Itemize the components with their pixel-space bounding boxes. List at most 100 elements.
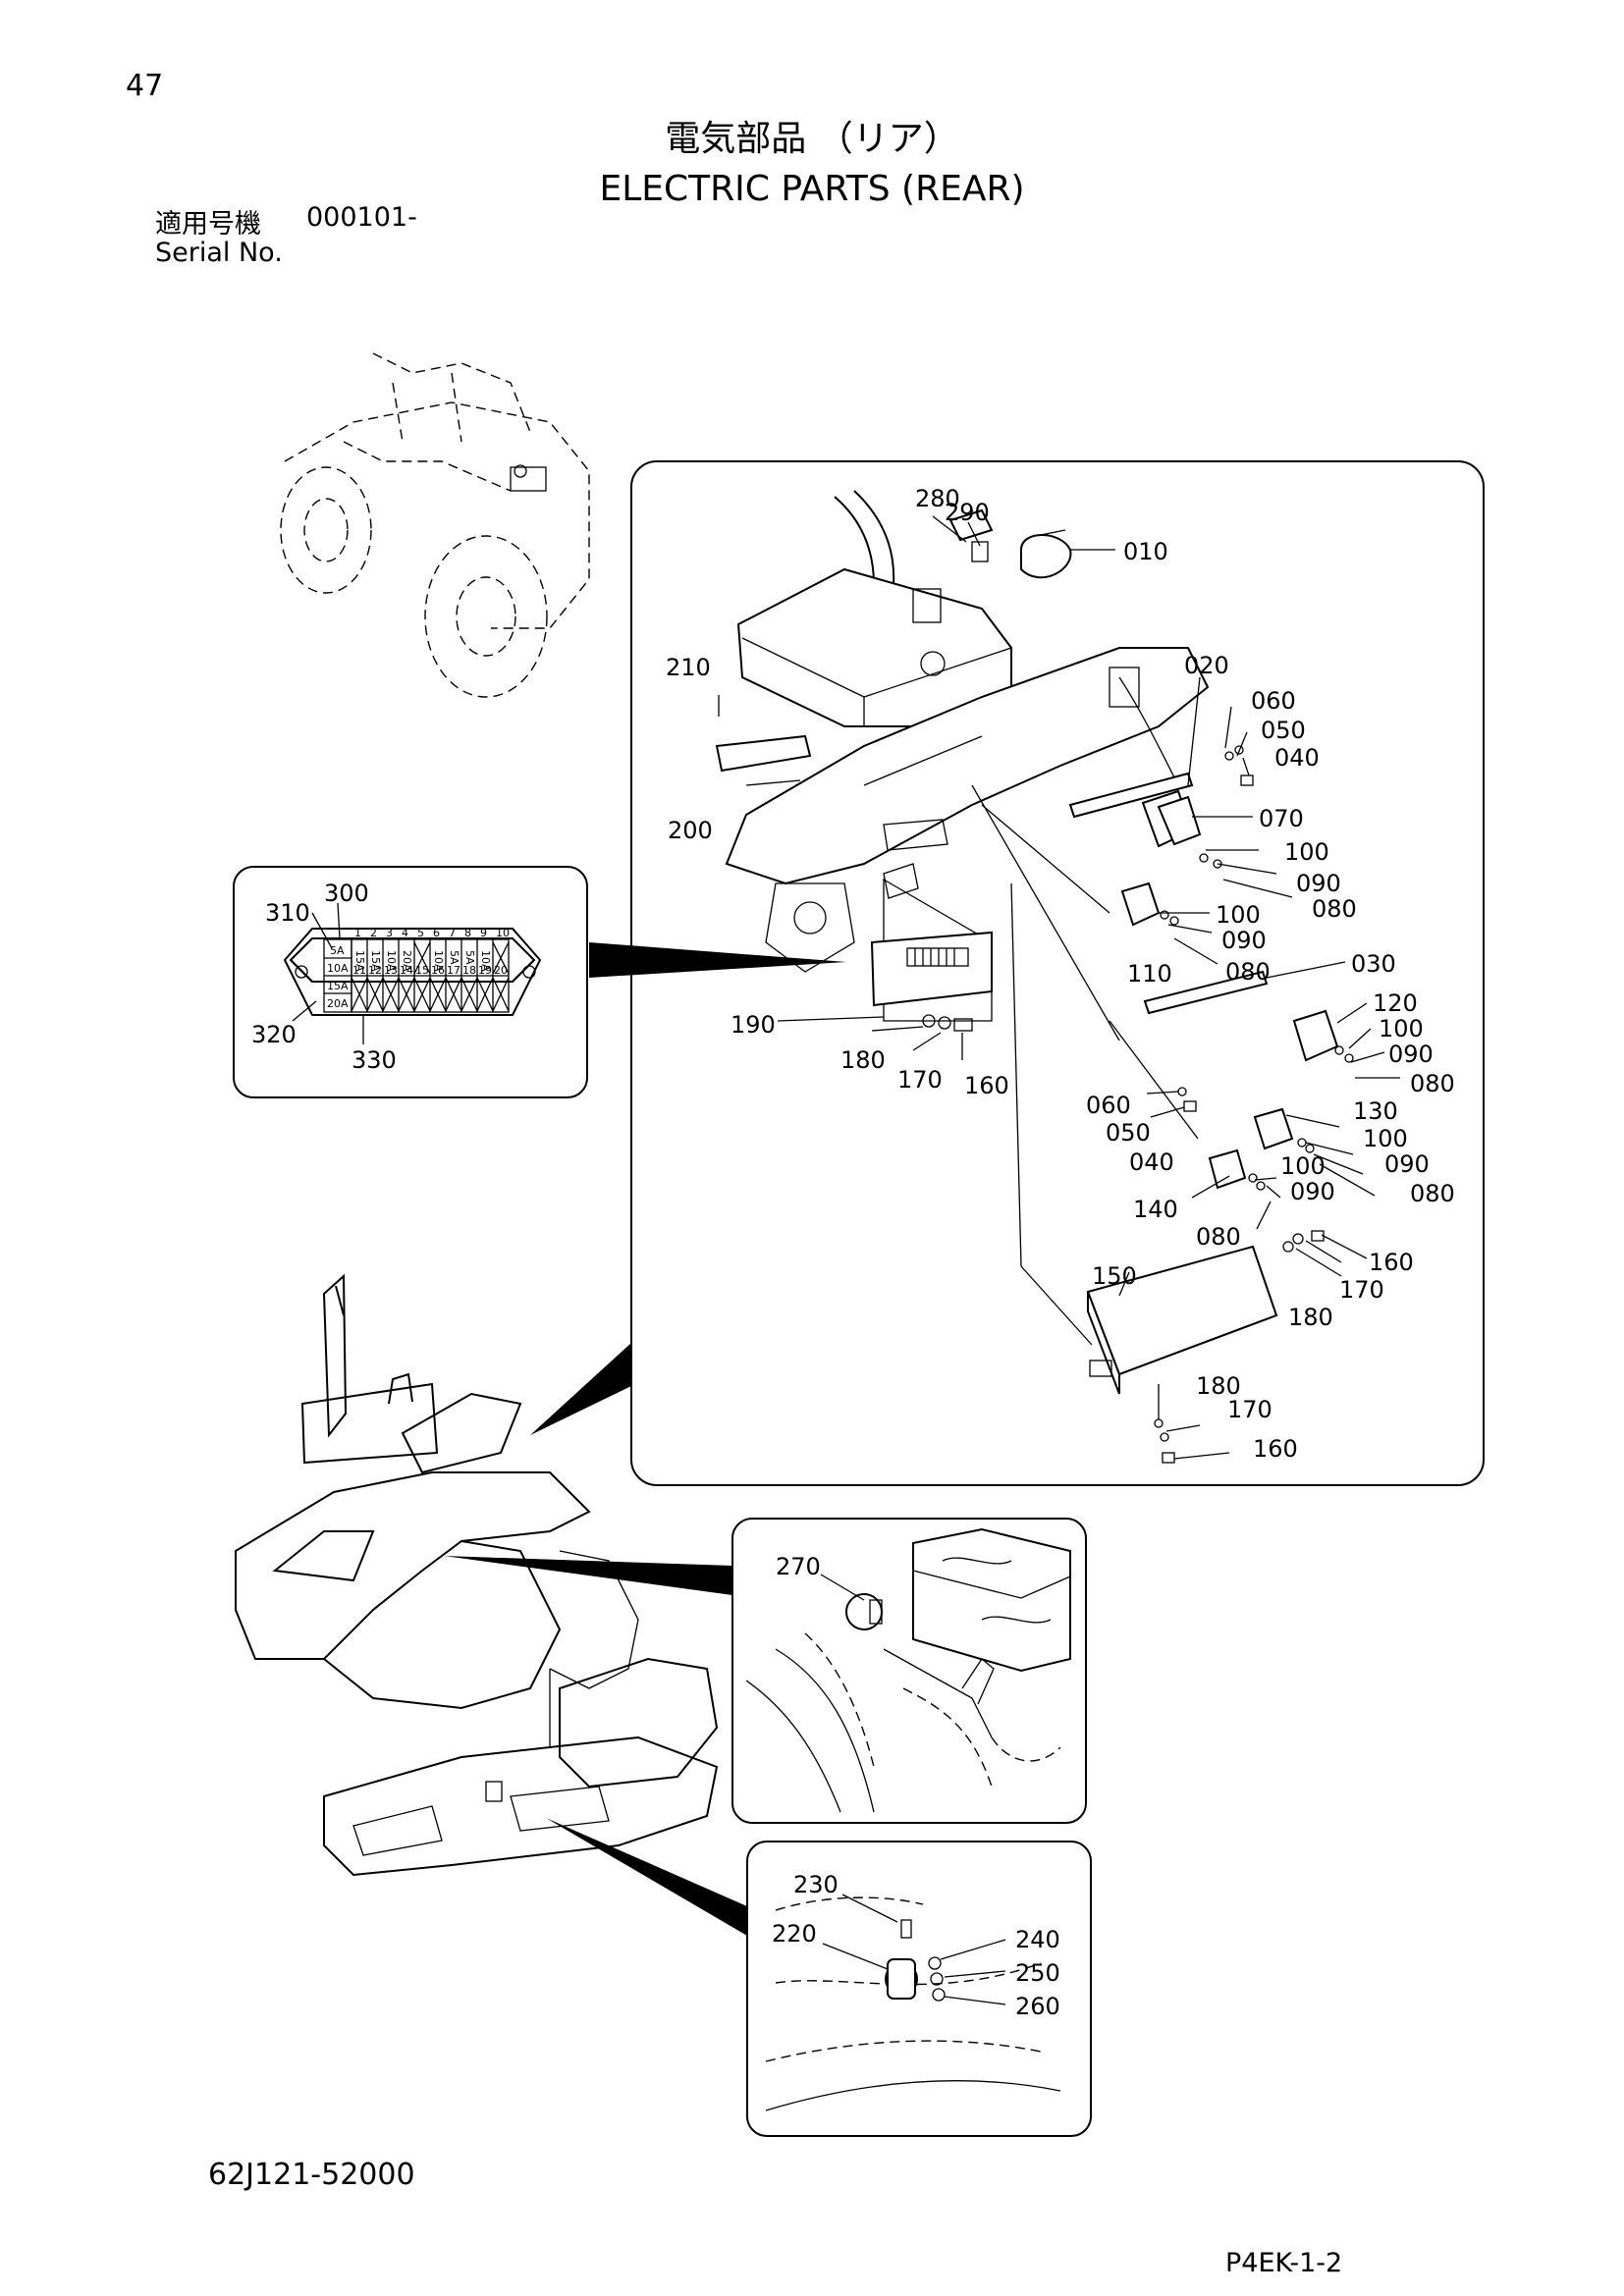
title-english: ELECTRIC PARTS (REAR) [599, 169, 1025, 209]
fuse-slot-number: 16 [431, 964, 445, 977]
callout-310: 310 [265, 899, 310, 927]
serial-number-value: 000101- [306, 202, 417, 233]
callout-130: 130 [1353, 1097, 1398, 1125]
rear-structure-view [235, 1273, 719, 1877]
callout-070: 070 [1259, 805, 1304, 832]
fuse-detail-frame [233, 866, 588, 1098]
callout-060: 060 [1251, 687, 1296, 715]
callout-210: 210 [666, 654, 711, 681]
fuse-empty-mark [382, 977, 400, 1012]
callout-300: 300 [324, 880, 369, 907]
tractor-overview [280, 352, 590, 698]
callout-040: 040 [1129, 1148, 1174, 1176]
fuse-legend-bottom-1: 15A [327, 980, 349, 992]
callout-220: 220 [772, 1920, 817, 1948]
lamp-detail-frame [746, 1841, 1092, 2137]
horn-pointer-wedge [444, 1556, 732, 1595]
fuse-empty-mark [492, 977, 510, 1012]
fuse-slot-number: 20 [494, 964, 508, 977]
callout-090: 090 [1221, 927, 1267, 954]
callout-030: 030 [1351, 950, 1396, 978]
callout-180: 180 [1196, 1372, 1241, 1400]
leader-lines [718, 515, 1400, 1460]
horn-detail-drawing [745, 1527, 1071, 1813]
callout-230: 230 [793, 1871, 839, 1898]
fuse-empty-mark [413, 977, 431, 1012]
callout-100: 100 [1284, 838, 1329, 866]
callout-260: 260 [1015, 1993, 1060, 2020]
callout-080: 080 [1312, 895, 1357, 923]
fuse-slot-number: 7 [449, 927, 456, 939]
fuse-empty-mark [429, 977, 447, 1012]
switches-and-relays [948, 508, 1339, 1395]
callout-100: 100 [1280, 1152, 1326, 1180]
callout-080: 080 [1410, 1180, 1455, 1207]
fuse-slot-number: 12 [368, 964, 382, 977]
callout-160: 160 [964, 1072, 1009, 1099]
fuse-empty-mark [460, 977, 478, 1012]
callout-190: 190 [731, 1011, 776, 1039]
callout-270: 270 [776, 1553, 821, 1580]
callout-040: 040 [1274, 744, 1320, 772]
callout-160: 160 [1369, 1249, 1414, 1276]
hardware-markers [1154, 745, 1354, 1464]
callout-320: 320 [251, 1021, 297, 1048]
fuse-legend-top-1: 5A [330, 944, 345, 957]
fuse-rating: 5A [448, 950, 460, 965]
callout-200: 200 [668, 817, 713, 844]
callout-140: 140 [1133, 1196, 1178, 1223]
fuse-empty-mark [445, 977, 462, 1012]
callout-170: 170 [1227, 1396, 1272, 1423]
callout-240: 240 [1015, 1926, 1060, 1953]
callout-090: 090 [1290, 1178, 1335, 1205]
fuse-empty-mark [366, 977, 384, 1012]
fuse-empty-mark [492, 941, 510, 975]
callout-080: 080 [1225, 958, 1271, 986]
callout-080: 080 [1196, 1223, 1241, 1251]
callouts-horn: 270 [776, 1553, 821, 1580]
callout-090: 090 [1296, 870, 1341, 897]
callout-090: 090 [1384, 1150, 1430, 1178]
fuse-rating: 10A [479, 950, 492, 972]
callout-100: 100 [1363, 1125, 1408, 1152]
fuse-empty-mark [413, 941, 431, 975]
horn-detail-frame [731, 1518, 1087, 1824]
callout-120: 120 [1373, 989, 1418, 1017]
callout-100: 100 [1216, 901, 1261, 929]
callout-110: 110 [1127, 960, 1172, 988]
callout-090: 090 [1388, 1041, 1434, 1068]
fuse-rating: 5A [463, 950, 476, 965]
callout-180: 180 [840, 1046, 886, 1074]
fuse-empty-mark [351, 977, 368, 1012]
callout-180: 180 [1288, 1304, 1333, 1331]
main-pointer-wedge [530, 1343, 631, 1435]
fuse-slot-number: 5 [417, 927, 424, 939]
callout-020: 020 [1184, 652, 1229, 679]
serial-label-english: Serial No. [155, 238, 283, 268]
main-detail-drawing [715, 490, 1210, 1032]
fuse-slot-number: 18 [462, 964, 476, 977]
title-japanese: 電気部品 （リア） [665, 119, 959, 159]
fuse-legend-bottom-2: 20A [327, 997, 349, 1010]
fuse-slot-number: 13 [384, 964, 398, 977]
fuse-box: 11115A21215A31310A41420A51561610A7175A81… [283, 902, 542, 1044]
callout-170: 170 [897, 1066, 943, 1094]
fuse-empty-mark [398, 977, 415, 1012]
fuse-empty-mark [476, 977, 494, 1012]
callout-050: 050 [1106, 1119, 1151, 1147]
lamp-detail-drawing [765, 1894, 1061, 2111]
callout-010: 010 [1123, 538, 1168, 565]
fuse-rating: 10A [385, 950, 398, 972]
page-number: 47 [126, 69, 164, 103]
callout-060: 060 [1086, 1092, 1131, 1119]
callout-150: 150 [1092, 1262, 1137, 1290]
callout-280: 280 [915, 485, 960, 512]
callout-050: 050 [1261, 717, 1306, 744]
fuse-slot-number: 8 [464, 927, 471, 939]
callout-080: 080 [1410, 1070, 1455, 1097]
fuse-rating: 15A [369, 950, 382, 972]
